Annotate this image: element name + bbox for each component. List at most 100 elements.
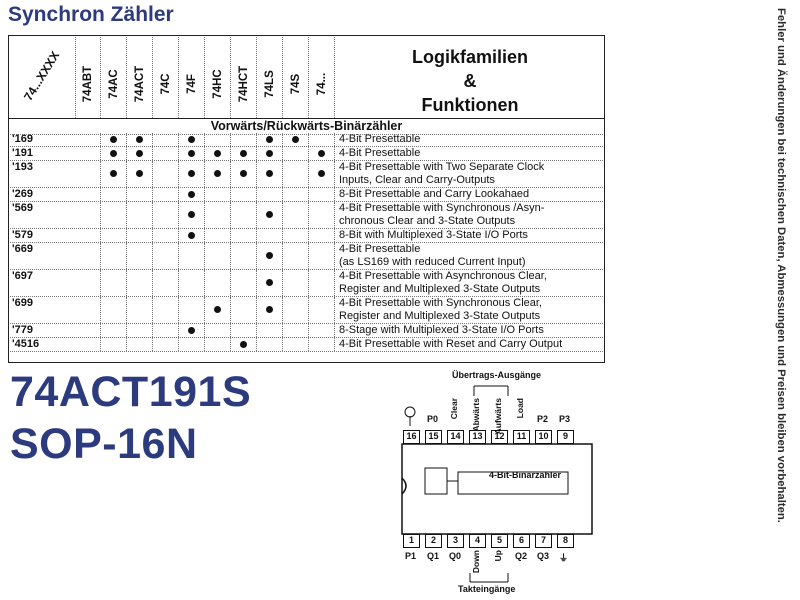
availability-dot bbox=[187, 231, 195, 239]
family-cell bbox=[179, 133, 205, 146]
family-cell bbox=[153, 188, 179, 201]
family-cell bbox=[127, 338, 153, 351]
page-title: Synchron Zähler bbox=[8, 3, 174, 26]
availability-dot bbox=[239, 149, 247, 157]
family-cell bbox=[283, 133, 309, 146]
family-cell bbox=[283, 270, 309, 296]
table-row: '579 8-Bit with Multiplexed 3-State I/O P… bbox=[8, 229, 605, 243]
family-cell bbox=[101, 243, 127, 269]
family-cell bbox=[101, 338, 127, 351]
family-cell bbox=[205, 188, 231, 201]
family-cell bbox=[101, 297, 127, 323]
family-cell bbox=[231, 338, 257, 351]
availability-dot bbox=[265, 170, 273, 177]
availability-dot bbox=[187, 211, 195, 218]
pin-label: P0 bbox=[427, 414, 439, 424]
family-cell bbox=[101, 324, 127, 337]
availability-dot bbox=[265, 211, 273, 218]
family-cell bbox=[257, 229, 283, 242]
family-cell bbox=[153, 270, 179, 296]
family-cell bbox=[179, 202, 205, 228]
family-cell bbox=[231, 202, 257, 228]
family-cell bbox=[231, 324, 257, 337]
family-header: 74F bbox=[179, 35, 205, 118]
pin-label: ⏚ bbox=[559, 553, 569, 563]
family-cell bbox=[205, 297, 231, 323]
availability-dot bbox=[265, 306, 273, 313]
part-code: '169 bbox=[12, 133, 33, 145]
availability-dot bbox=[187, 135, 195, 143]
pin-label: Load bbox=[515, 398, 525, 419]
availability-dot bbox=[265, 252, 273, 259]
family-cell bbox=[179, 161, 205, 187]
part-code: '191 bbox=[12, 147, 33, 159]
family-cell bbox=[75, 147, 101, 160]
family-cell bbox=[283, 202, 309, 228]
pin-number: 1 bbox=[403, 534, 420, 548]
family-cell bbox=[127, 188, 153, 201]
family-header: 74HC bbox=[205, 35, 231, 118]
family-cell bbox=[257, 270, 283, 296]
family-cell bbox=[309, 270, 335, 296]
pin-number: 16 bbox=[403, 430, 420, 444]
family-cell bbox=[101, 229, 127, 242]
function-description: 8-Bit with Multiplexed 3-State I/O Ports bbox=[339, 229, 528, 241]
pinout-diagram: Übertrags-Ausgänge Takteingänge 16+15P01… bbox=[380, 368, 610, 598]
family-cell bbox=[75, 161, 101, 187]
availability-dot bbox=[187, 149, 195, 157]
family-cell bbox=[283, 161, 309, 187]
availability-dot bbox=[213, 170, 221, 177]
family-cell bbox=[153, 324, 179, 337]
logic-family-table: 74...XXXX Logikfamilien & Funktionen Vor… bbox=[8, 35, 605, 363]
family-cell bbox=[127, 229, 153, 242]
pin-number: 3 bbox=[447, 534, 464, 548]
family-cell bbox=[205, 133, 231, 146]
family-cell bbox=[283, 188, 309, 201]
pin-number: 12 bbox=[491, 430, 508, 444]
availability-dot bbox=[239, 170, 247, 177]
family-cell bbox=[205, 338, 231, 351]
pin-label: Clear bbox=[449, 398, 459, 420]
family-cell bbox=[75, 243, 101, 269]
family-cell bbox=[101, 133, 127, 146]
family-cell bbox=[257, 161, 283, 187]
pin-label: Q2 bbox=[515, 551, 528, 561]
family-cell bbox=[257, 147, 283, 160]
family-cell bbox=[309, 243, 335, 269]
function-description: 4-Bit Presettable bbox=[339, 133, 421, 145]
family-header: 74LS bbox=[257, 35, 283, 118]
family-cell bbox=[257, 133, 283, 146]
pin-label: Aufwärts bbox=[493, 398, 503, 435]
family-cell bbox=[309, 188, 335, 201]
pin-number: 9 bbox=[557, 430, 574, 444]
part-code: '699 bbox=[12, 297, 33, 309]
pin-number: 5 bbox=[491, 534, 508, 548]
availability-dot bbox=[317, 149, 325, 157]
family-cell bbox=[257, 324, 283, 337]
family-cell bbox=[257, 297, 283, 323]
family-cell bbox=[179, 243, 205, 269]
family-cell bbox=[283, 338, 309, 351]
family-cell bbox=[283, 243, 309, 269]
pin-label: Q3 bbox=[537, 551, 550, 561]
part-code: '579 bbox=[12, 229, 33, 241]
family-cell bbox=[205, 202, 231, 228]
family-cell bbox=[309, 229, 335, 242]
table-row: '169 4-Bit Presettable bbox=[8, 133, 605, 147]
family-header: 74S bbox=[283, 35, 309, 118]
availability-dot bbox=[187, 170, 195, 177]
chip-label: 4-Bit-Binärzähler bbox=[489, 470, 562, 480]
pin-label: Q0 bbox=[449, 551, 462, 561]
pin-number: 4 bbox=[469, 534, 486, 548]
part-code: '697 bbox=[12, 270, 33, 282]
pin-number: 2 bbox=[425, 534, 442, 548]
pin-number: 15 bbox=[425, 430, 442, 444]
family-header: 74ACT bbox=[127, 35, 153, 118]
family-cell bbox=[309, 338, 335, 351]
disclaimer-note: Fehler und Änderungen bei technischen Da… bbox=[775, 8, 787, 523]
family-cell bbox=[231, 133, 257, 146]
family-cell bbox=[153, 338, 179, 351]
